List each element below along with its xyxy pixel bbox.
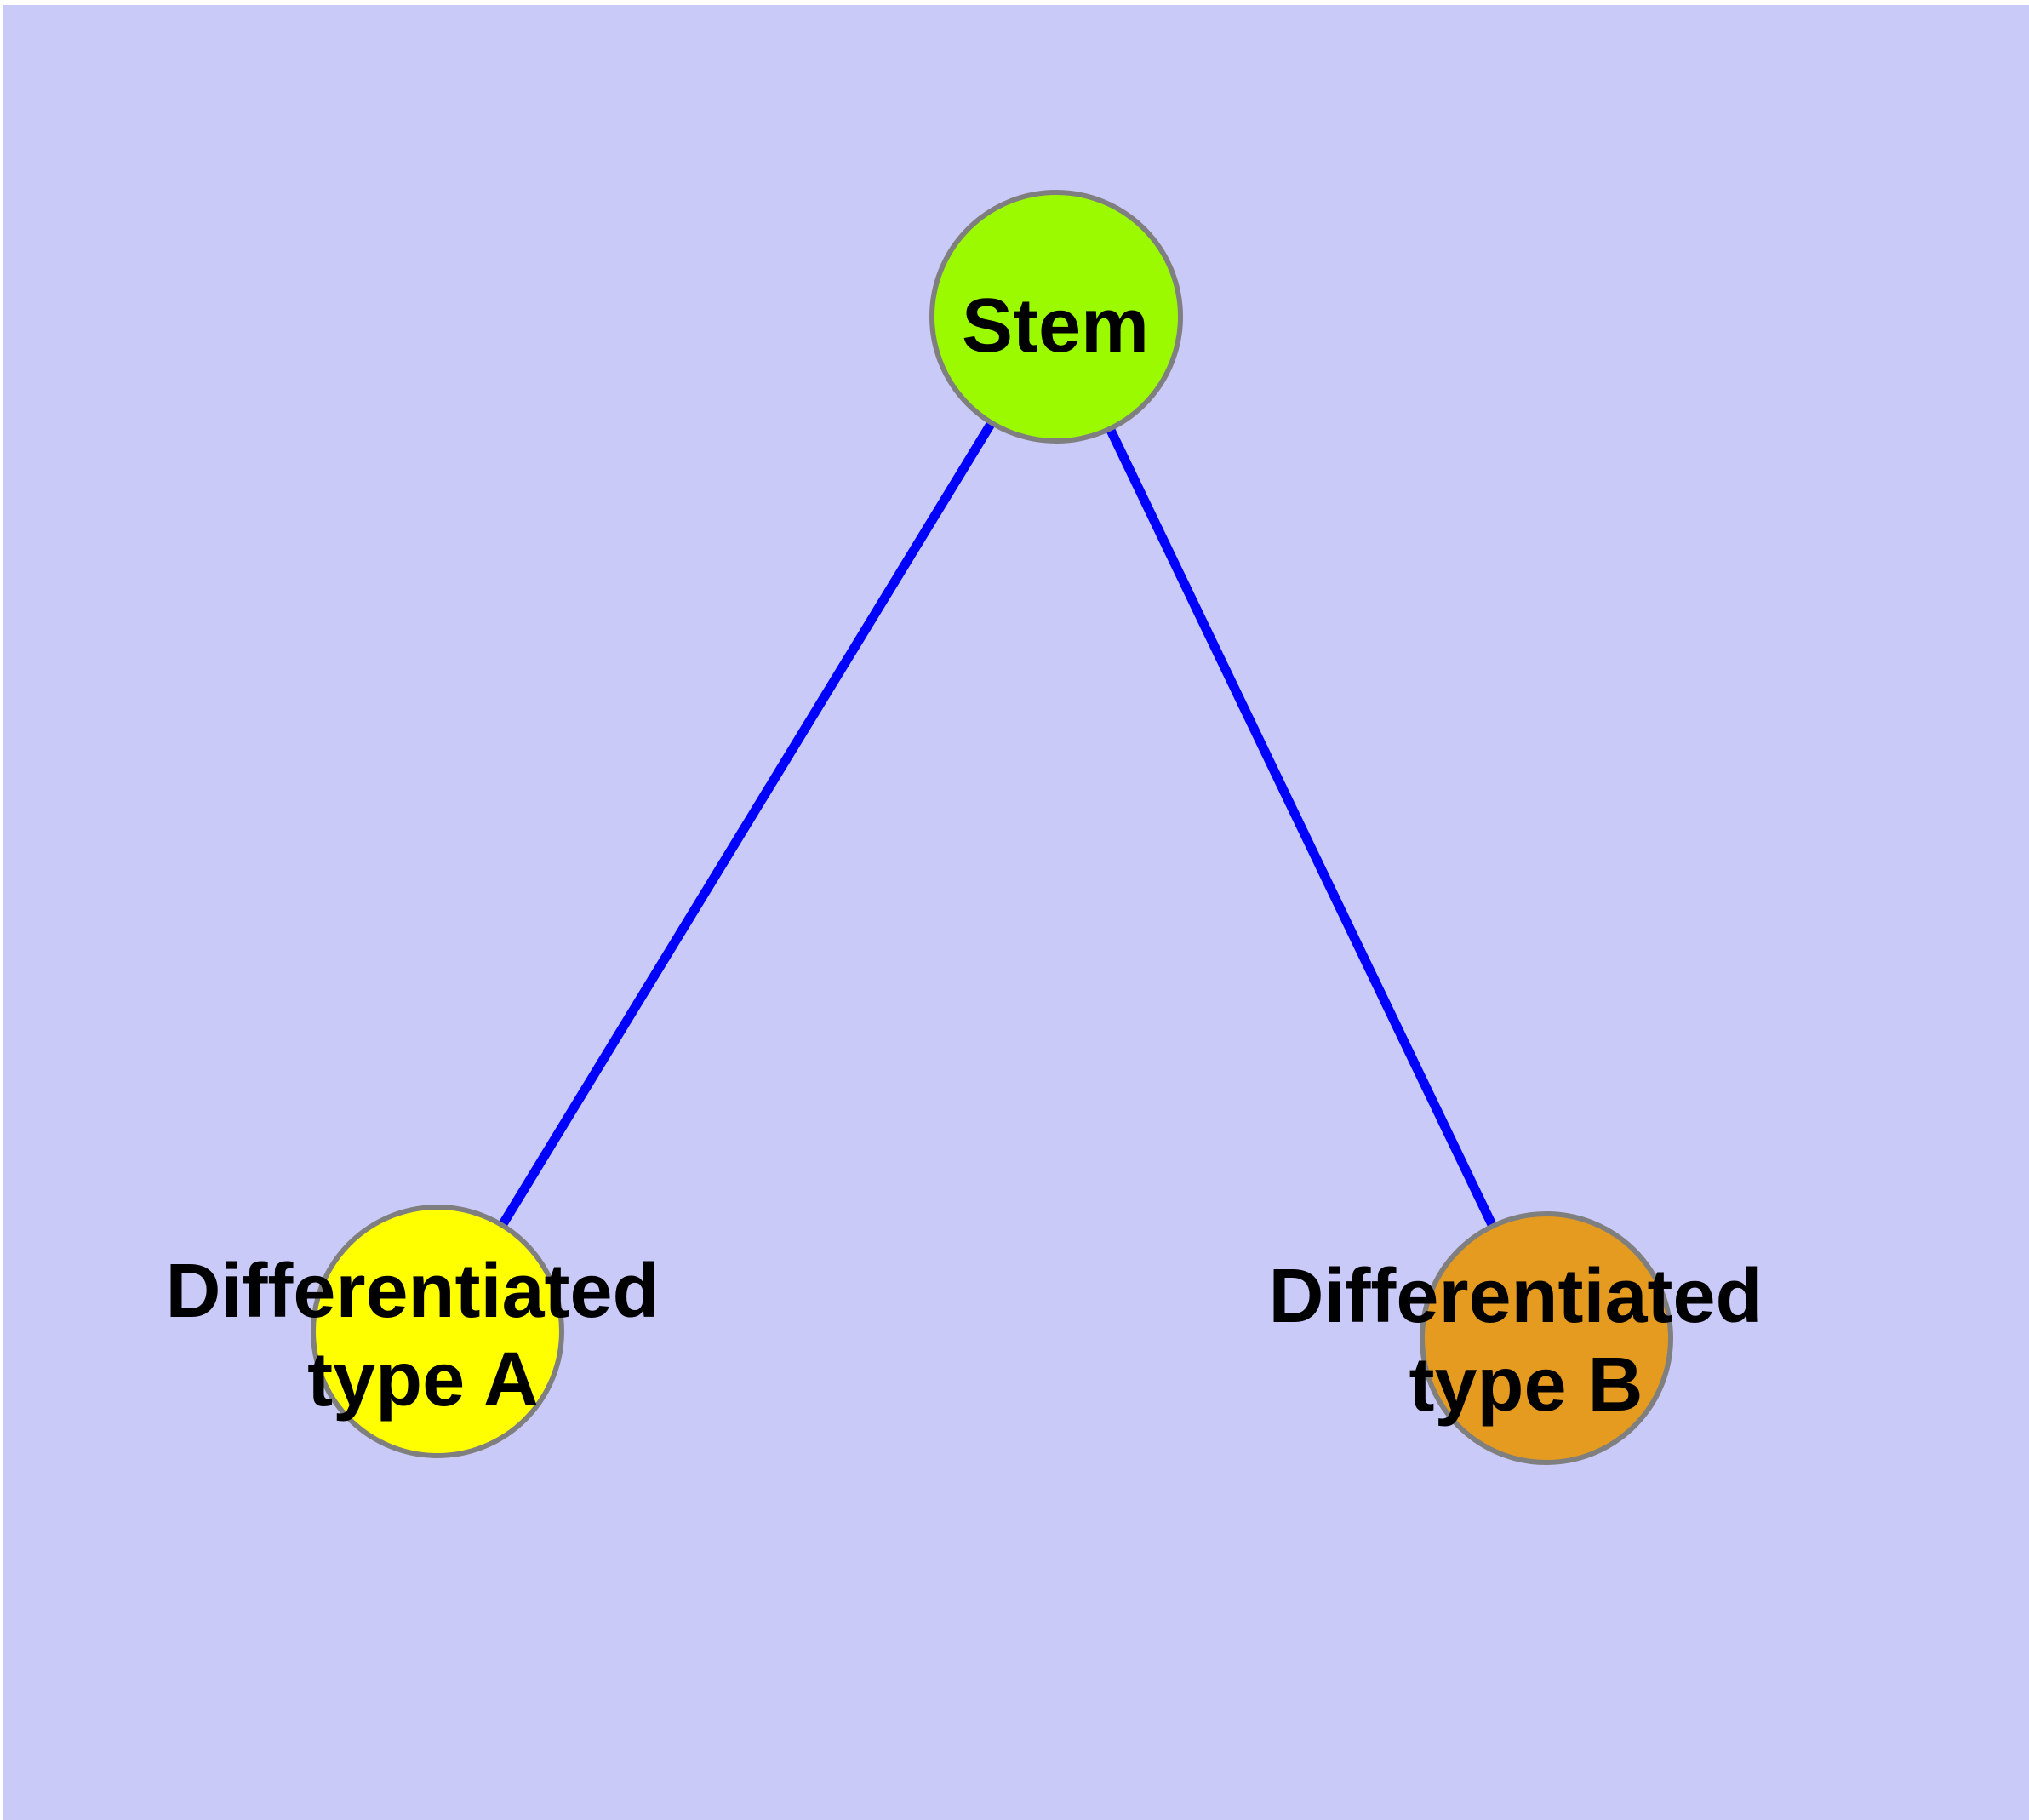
node-type-a-label: Differentiated type A bbox=[165, 1249, 680, 1422]
node-type-b-label-line2: type B bbox=[1409, 1342, 1643, 1428]
node-type-a bbox=[311, 1205, 564, 1458]
node-stem bbox=[929, 190, 1183, 444]
canvas-edge-left bbox=[0, 0, 3, 1820]
node-type-b-label: Differentiated type B bbox=[1268, 1254, 1783, 1428]
canvas-edge-top bbox=[0, 0, 2029, 5]
edge-stem-to-type-b bbox=[1051, 312, 1552, 1343]
node-type-b-label-line1: Differentiated bbox=[1268, 1254, 1762, 1339]
node-type-b bbox=[1420, 1211, 1673, 1465]
node-stem-label: Stem bbox=[962, 283, 1149, 369]
node-type-a-label-line1: Differentiated bbox=[165, 1249, 659, 1334]
edge-stem-to-type-a bbox=[432, 312, 1061, 1336]
node-type-a-label-line2: type A bbox=[307, 1337, 539, 1422]
